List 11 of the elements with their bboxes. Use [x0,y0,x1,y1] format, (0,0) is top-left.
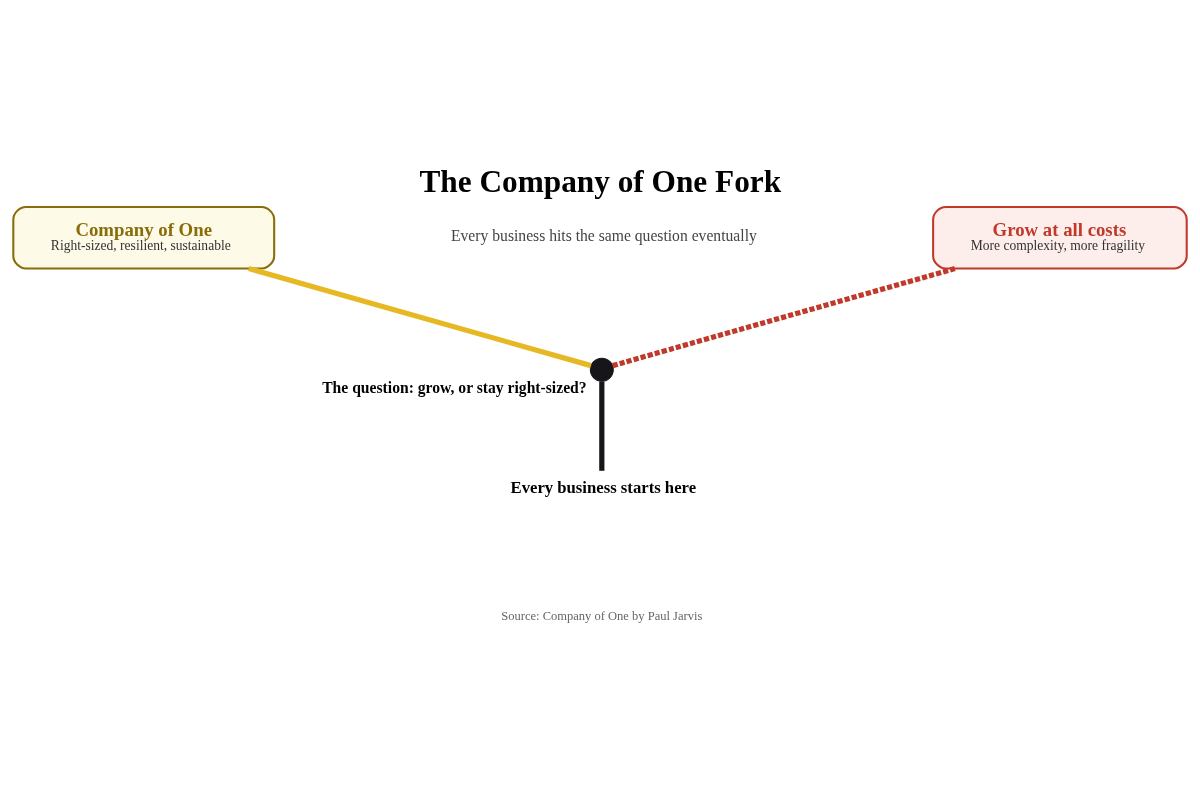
caption: Source: Company of One by Paul Jarvis [501,609,703,624]
node-label: The question: grow, or stay right-sized? [322,378,587,396]
node-box: Company of One Right-sized, resilient, sustainable [12,205,276,270]
connector [599,381,605,471]
node-circle [589,357,614,382]
node-box: Grow at all costs More complexity, more fragility [932,205,1188,270]
node-text: Every business starts here [510,477,697,497]
label: Every business hits the same question eventually [451,227,757,245]
diagram-title: The Company of One Fork [419,164,782,200]
connector [248,266,592,369]
connector [612,266,956,369]
